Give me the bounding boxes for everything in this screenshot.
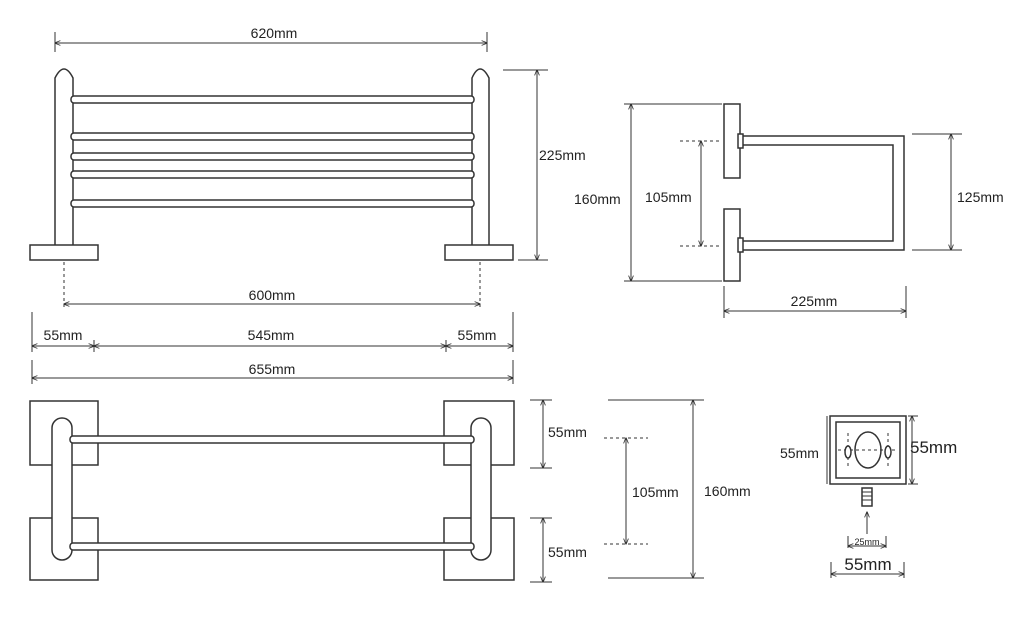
bar-4 [70, 170, 475, 179]
front-view: 620mm 225mm 600mm 55mm 545mm 55mm 655mm [29, 25, 586, 384]
dim-mount-25-label: 25mm [854, 537, 879, 547]
dim-105-top-label: 105mm [632, 484, 679, 500]
bar-3 [70, 152, 475, 161]
top-bar-lower [69, 542, 475, 551]
dim-105-side-label: 105mm [645, 189, 692, 205]
mount-detail: 55mm 55mm 25mm 55mm [780, 415, 957, 578]
bar-5 [70, 199, 475, 208]
top-right-loop [470, 417, 492, 561]
mount-screw-hole-right [884, 445, 892, 459]
dim-655-label: 655mm [249, 361, 296, 377]
dim-mount-bottom-label: 55mm [844, 555, 891, 574]
dim-620-label: 620mm [251, 25, 298, 41]
dim-600-label: 600mm [249, 287, 296, 303]
dim-55-lower-label: 55mm [548, 544, 587, 560]
dim-125-label: 125mm [957, 189, 1004, 205]
dim-mount-right-label: 55mm [910, 438, 957, 457]
top-bar-upper [69, 435, 475, 444]
dim-55-upper-label: 55mm [548, 424, 587, 440]
bar-2 [70, 132, 475, 141]
left-post [54, 68, 74, 247]
mount-screw [861, 487, 873, 507]
dim-mount-left-label: 55mm [780, 445, 819, 461]
dim-545-label: 545mm [248, 327, 295, 343]
dim-55-right-label: 55mm [458, 327, 497, 343]
dim-225-label: 225mm [539, 147, 586, 163]
bar-1 [70, 95, 475, 104]
dim-160-side-label: 160mm [574, 191, 621, 207]
side-view: 160mm 105mm 125mm 225mm [574, 103, 1004, 318]
right-base [444, 244, 514, 261]
top-view: 55mm 55mm 105mm 160mm [29, 400, 751, 582]
left-base [29, 244, 99, 261]
top-left-loop [51, 417, 73, 561]
mount-screw-hole-left [844, 445, 852, 459]
dim-225-depth-label: 225mm [791, 293, 838, 309]
dim-160-top-label: 160mm [704, 483, 751, 499]
side-rail [739, 135, 905, 251]
dim-55-left-label: 55mm [44, 327, 83, 343]
right-post [471, 68, 490, 247]
